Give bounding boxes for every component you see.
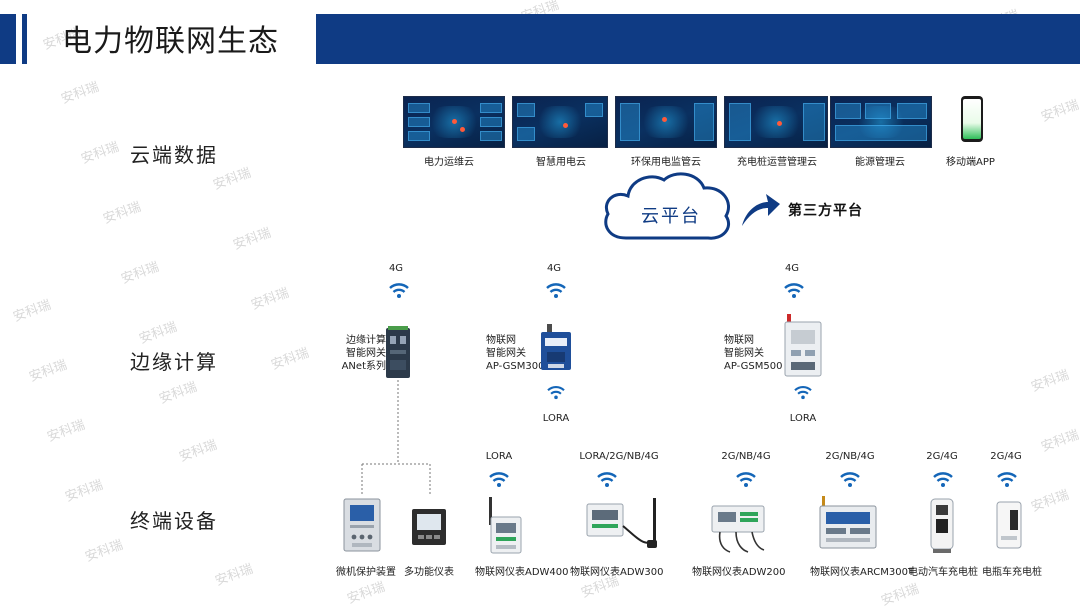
wifi-icon: [546, 283, 566, 298]
watermark: 安科瑞: [1029, 487, 1072, 516]
gateway-signal-label: 4G: [388, 263, 404, 274]
gateway-model: AP-GSM300: [486, 361, 545, 372]
row-label-cloud: 云端数据: [130, 143, 218, 167]
gateway-name-line: 智能网关: [486, 348, 526, 359]
gateway-name-line: 智能网关: [346, 348, 386, 359]
watermark: 安科瑞: [63, 477, 106, 506]
cloud-app-label: 充电桩运营管理云: [737, 157, 817, 168]
cloud-platform-label: 云平台: [641, 206, 701, 227]
gateway-label-gsm300: 物联网 智能网关 AP-GSM300: [486, 334, 544, 373]
watermark: 安科瑞: [83, 537, 126, 566]
watermark: 安科瑞: [137, 319, 180, 348]
watermark: 安科瑞: [879, 581, 922, 607]
iot-meter-arcm300t-device: [819, 496, 877, 549]
watermark: 安科瑞: [101, 199, 144, 228]
terminal-label: 电瓶车充电桩: [982, 567, 1042, 578]
header-band: [316, 14, 1080, 64]
wifi-icon: [736, 472, 756, 487]
watermark: 安科瑞: [345, 579, 388, 607]
ebike-charging-pile-device: [996, 501, 1022, 549]
watermark: 安科瑞: [1029, 367, 1072, 396]
wifi-icon: [547, 386, 565, 400]
relay-protection-device: [343, 498, 381, 552]
arrow-right-up-icon: [742, 194, 780, 226]
terminal-signal-label: 2G/NB/4G: [721, 451, 771, 462]
terminal-label: 物联网仪表ARCM300T: [810, 567, 915, 578]
cloud-app-screenshot-charging-ops: [724, 96, 828, 148]
watermark: 安科瑞: [249, 285, 292, 314]
terminal-signal-label: LORA/2G/NB/4G: [579, 451, 659, 462]
cloud-app-label: 电力运维云: [424, 157, 474, 168]
gateway-label-anet: 边缘计算 智能网关 ANet系列: [326, 334, 386, 373]
wifi-icon: [489, 472, 509, 487]
cloud-app-label: 环保用电监管云: [631, 157, 701, 168]
cloud-app-label: 能源管理云: [855, 157, 905, 168]
watermark: 安科瑞: [231, 225, 274, 254]
row-label-edge: 边缘计算: [130, 350, 218, 374]
mobile-app-phone: [961, 96, 983, 142]
terminal-label: 多功能仪表: [404, 567, 454, 578]
wired-connector: [361, 380, 431, 494]
cloud-app-label: 智慧用电云: [536, 157, 586, 168]
iot-meter-adw300-device: [586, 498, 657, 548]
gateway-name-line: 智能网关: [724, 348, 764, 359]
cloud-platform-icon: [604, 172, 731, 240]
gateway-name-line: 边缘计算: [346, 335, 386, 346]
wifi-icon: [784, 283, 804, 298]
terminal-signal-label: LORA: [485, 451, 513, 462]
terminal-signal-label: 2G/4G: [926, 451, 958, 462]
watermark: 安科瑞: [79, 139, 122, 168]
gateway-model: ANet系列: [341, 361, 386, 372]
edge-gateway-anet-device: [386, 326, 410, 378]
lora-label: LORA: [542, 413, 570, 424]
iot-meter-adw200-device: [711, 505, 765, 553]
wifi-icon: [794, 386, 812, 400]
terminal-label: 物联网仪表ADW300: [570, 567, 664, 578]
cloud-app-label: 移动端APP: [946, 157, 995, 168]
watermark: 安科瑞: [269, 345, 312, 374]
third-party-platform-label: 第三方平台: [788, 203, 863, 219]
wifi-icon: [597, 472, 617, 487]
iot-gateway-gsm500-device: [784, 314, 822, 377]
watermark: 安科瑞: [213, 561, 256, 590]
gateway-signal-label: 4G: [784, 263, 800, 274]
wifi-icon: [997, 472, 1017, 487]
page-title: 电力物联网生态: [62, 24, 279, 59]
ev-charging-pile-device: [930, 498, 954, 553]
gateway-name-line: 物联网: [724, 335, 754, 346]
terminal-label: 物联网仪表ADW400: [475, 567, 569, 578]
multifunction-meter-device: [412, 509, 446, 545]
gateway-label-gsm500: 物联网 智能网关 AP-GSM500: [724, 334, 782, 373]
terminal-signal-label: 2G/NB/4G: [825, 451, 875, 462]
lora-label: LORA: [789, 413, 817, 424]
terminal-label: 微机保护装置: [336, 567, 396, 578]
watermark: 安科瑞: [177, 437, 220, 466]
terminal-label: 电动汽车充电桩: [908, 567, 978, 578]
wifi-icon: [933, 472, 953, 487]
watermark: 安科瑞: [157, 379, 200, 408]
cloud-app-screenshot-smart-power: [512, 96, 608, 148]
watermark: 安科瑞: [11, 297, 54, 326]
iot-meter-adw400-device: [489, 497, 522, 554]
cloud-app-screenshot-power-ops: [403, 96, 505, 148]
wifi-icon: [840, 472, 860, 487]
iot-gateway-gsm300-device: [541, 324, 571, 370]
watermark: 安科瑞: [59, 79, 102, 108]
row-label-terminal: 终端设备: [130, 509, 218, 533]
watermark: 安科瑞: [27, 357, 70, 386]
cloud-app-screenshot-env-monitor: [615, 96, 717, 148]
gateway-model: AP-GSM500: [724, 361, 783, 372]
watermark: 安科瑞: [1039, 427, 1080, 456]
cloud-app-screenshot-energy-mgmt: [830, 96, 932, 148]
gateway-name-line: 物联网: [486, 335, 516, 346]
watermark: 安科瑞: [1039, 97, 1080, 126]
gateway-signal-label: 4G: [546, 263, 562, 274]
watermark: 安科瑞: [119, 259, 162, 288]
header-accent-line: [22, 14, 27, 64]
header-accent-bar: [0, 14, 16, 64]
wifi-icon: [389, 283, 409, 298]
terminal-label: 物联网仪表ADW200: [692, 567, 786, 578]
watermark: 安科瑞: [45, 417, 88, 446]
terminal-signal-label: 2G/4G: [990, 451, 1022, 462]
